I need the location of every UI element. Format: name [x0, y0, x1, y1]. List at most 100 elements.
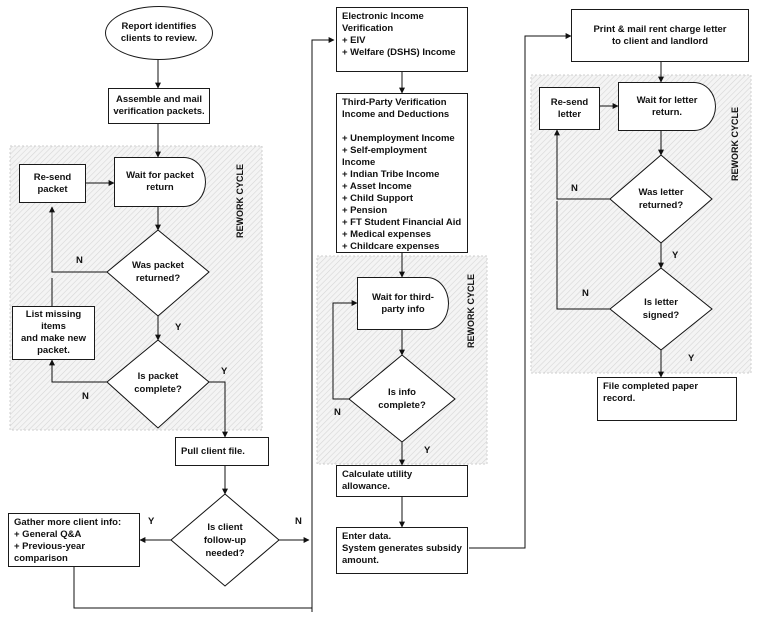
- electronic-line-1: Electronic Income: [342, 11, 424, 22]
- is-signed-line-2: signed?: [642, 310, 680, 321]
- pull-file-text: Pull client file.: [181, 445, 245, 457]
- decision-is-letter-signed: [609, 267, 713, 351]
- is-packet-line-1: Is packet: [137, 371, 179, 382]
- file-completed-box: File completed paper record.: [597, 377, 737, 421]
- wait-third-line-2: party info: [381, 303, 425, 315]
- label-y-was-packet: Y: [175, 322, 182, 333]
- was-letter-returned-label: Was letter returned?: [620, 181, 702, 217]
- list-missing-line-2: and make new: [21, 333, 86, 344]
- wait-third-party-node: Wait for third-party info: [357, 277, 449, 330]
- third-party-line-5: + Self-employment Income: [342, 145, 427, 168]
- label-y-letter-signed: Y: [688, 353, 695, 364]
- was-letter-line-1: Was letter: [638, 187, 684, 198]
- was-packet-line-1: Was packet: [132, 260, 184, 271]
- decision-is-packet-complete: [106, 339, 210, 429]
- gather-line-1: Gather more client info:: [14, 517, 122, 528]
- gather-line-3: + Previous-year comparison: [14, 541, 86, 564]
- label-y-is-packet: Y: [221, 366, 228, 377]
- is-letter-signed-label: Is letter signed?: [620, 291, 702, 327]
- third-party-line-12: + Childcare expenses: [342, 241, 440, 252]
- third-party-line-6: + Indian Tribe Income: [342, 169, 440, 180]
- assemble-line-2: verification packets.: [113, 106, 205, 117]
- gather-line-2: + General Q&A: [14, 529, 82, 540]
- file-completed-text: File completed paper record.: [603, 381, 699, 404]
- electronic-line-4: + Welfare (DSHS) Income: [342, 47, 456, 58]
- is-packet-complete-label: Is packet complete?: [117, 365, 199, 401]
- arrow-was-returned-no: [49, 206, 107, 273]
- decision-was-packet-returned: [106, 229, 210, 317]
- third-party-line-3: [342, 121, 462, 133]
- label-n-was-packet: N: [76, 255, 83, 266]
- label-n-is-packet: N: [82, 391, 89, 402]
- wait-third-line-1: Wait for third-: [372, 291, 434, 303]
- enter-data-box: Enter data. System generates subsidy amo…: [336, 527, 468, 574]
- electronic-line-2: Verification: [342, 23, 394, 34]
- arrow-col2-to-col3: [469, 33, 572, 549]
- is-signed-line-1: Is letter: [644, 297, 678, 308]
- label-n-info: N: [334, 407, 341, 418]
- followup-line-2: follow-up: [203, 534, 247, 546]
- resend-packet-line-1: Re-send: [33, 171, 72, 183]
- arrow-info-complete-no: [332, 300, 358, 400]
- arrow-was-letter-no: [554, 129, 610, 200]
- followup-line-3: needed?: [205, 547, 245, 559]
- is-info-complete-label: Is info complete?: [360, 381, 444, 417]
- arrow-is-signed-no: [556, 201, 610, 310]
- arrow-gather-to-col2: [73, 567, 312, 609]
- arrow-is-complete-no: [49, 359, 107, 383]
- third-party-line-10: + FT Student Financial Aid: [342, 217, 462, 228]
- report-line-2: clients to review.: [120, 33, 198, 44]
- third-party-line-9: + Pension: [342, 205, 388, 216]
- is-packet-line-2: complete?: [134, 384, 182, 395]
- pull-client-file-box: Pull client file.: [175, 437, 269, 466]
- decision-was-letter-returned: [609, 154, 713, 244]
- decision-is-info-complete: [348, 354, 456, 443]
- third-party-line-7: + Asset Income: [342, 181, 412, 192]
- resend-letter-line-1: Re-send: [550, 96, 589, 108]
- enter-line-1: Enter data.: [342, 531, 392, 542]
- third-party-line-11: + Medical expenses: [342, 229, 431, 240]
- is-info-line-1: Is info: [388, 387, 416, 398]
- label-y-info: Y: [424, 445, 431, 456]
- rework-cycle-label-1: REWORK CYCLE: [235, 164, 245, 238]
- print-line-2: to client and landlord: [611, 35, 709, 47]
- label-y-letter-returned: Y: [672, 250, 679, 261]
- wait-packet-line-1: Wait for packet: [126, 170, 194, 181]
- report-line-1: Report identifies: [121, 21, 197, 32]
- third-party-line-4: + Unemployment Income: [342, 133, 455, 144]
- wait-letter-line-2: return.: [651, 106, 683, 118]
- arrow-is-complete-yes: [209, 381, 228, 438]
- decision-is-client-followup: [170, 493, 280, 587]
- followup-line-1: Is client: [207, 521, 243, 533]
- assemble-line-1: Assemble and mail: [115, 94, 203, 105]
- label-y-followup: Y: [148, 516, 155, 527]
- third-party-line-2: Income and Deductions: [342, 109, 450, 120]
- resend-packet-line-2: packet: [37, 183, 68, 195]
- third-party-line-8: + Child Support: [342, 193, 413, 204]
- enter-line-2: System generates subsidy: [342, 543, 462, 554]
- rework-cycle-label-3: REWORK CYCLE: [730, 107, 740, 181]
- calc-text: Calculate utility allowance.: [342, 469, 413, 492]
- electronic-line-3: + EIV: [342, 35, 366, 46]
- resend-letter-line-2: letter: [557, 108, 582, 120]
- wait-packet-line-2: return: [146, 182, 174, 193]
- list-missing-line-1: List missing items: [25, 309, 82, 332]
- was-packet-returned-label: Was packet returned?: [117, 254, 199, 290]
- wait-letter-line-1: Wait for letter: [636, 94, 698, 106]
- calculate-utility-box: Calculate utility allowance.: [336, 465, 468, 497]
- electronic-income-verification-box: Electronic Income Verification + EIV + W…: [336, 7, 468, 72]
- label-n-letter-signed: N: [582, 288, 589, 299]
- label-n-followup: N: [295, 516, 302, 527]
- third-party-line-1: Third-Party Verification: [342, 97, 447, 108]
- is-info-line-2: complete?: [378, 400, 426, 411]
- was-letter-line-2: returned?: [638, 200, 684, 211]
- was-packet-line-2: returned?: [135, 273, 181, 284]
